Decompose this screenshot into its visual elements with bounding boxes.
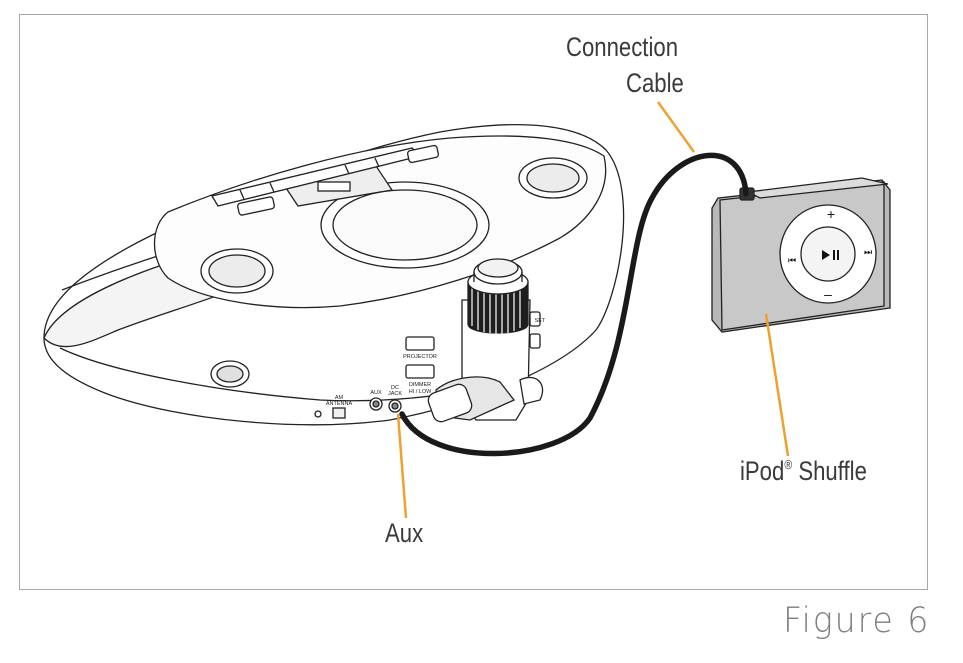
- jack-label: JACK: [388, 391, 402, 397]
- ipod-leader-line: [764, 313, 790, 457]
- ipod-name: iPod: [740, 456, 785, 486]
- panel-labels: PROJECTOR DIMMER HI / LOW AM ANTENNA AUX…: [326, 318, 546, 407]
- leader-lines: [396, 101, 790, 519]
- figure-frame: [19, 14, 928, 590]
- ipod-shuffle-label: iPod® Shuffle: [740, 458, 867, 485]
- connection-cable: [399, 152, 749, 457]
- aux-leader-line: [396, 413, 408, 519]
- connection-cable-label-line1: Connection: [566, 32, 679, 62]
- am-label: AM: [335, 395, 344, 401]
- ipod-model: Shuffle: [798, 456, 867, 486]
- aux-label: Aux: [385, 518, 424, 548]
- connection-cable-label-line2: Cable: [626, 68, 684, 98]
- svg-text:⏭: ⏭: [864, 248, 872, 258]
- ipod-shuffle: + – ⏮ ⏭: [711, 177, 891, 333]
- registered-mark: ®: [784, 457, 793, 472]
- projector-lens: [427, 258, 544, 423]
- projector-label: PROJECTOR: [403, 354, 437, 360]
- dimmer-hilow-label: HI / LOW: [409, 389, 432, 395]
- svg-text:+: +: [827, 206, 835, 222]
- svg-text:–: –: [824, 286, 832, 302]
- dc-label: DC: [391, 385, 399, 391]
- antenna-label: ANTENNA: [326, 401, 353, 407]
- cable-leader-line: [656, 101, 696, 153]
- set-label: SET: [535, 318, 546, 324]
- aux-port-label: AUX: [370, 390, 382, 396]
- dimmer-label: DIMMER: [409, 382, 431, 388]
- figure-caption: Figure 6: [783, 601, 931, 641]
- svg-text:⏮: ⏮: [788, 256, 796, 266]
